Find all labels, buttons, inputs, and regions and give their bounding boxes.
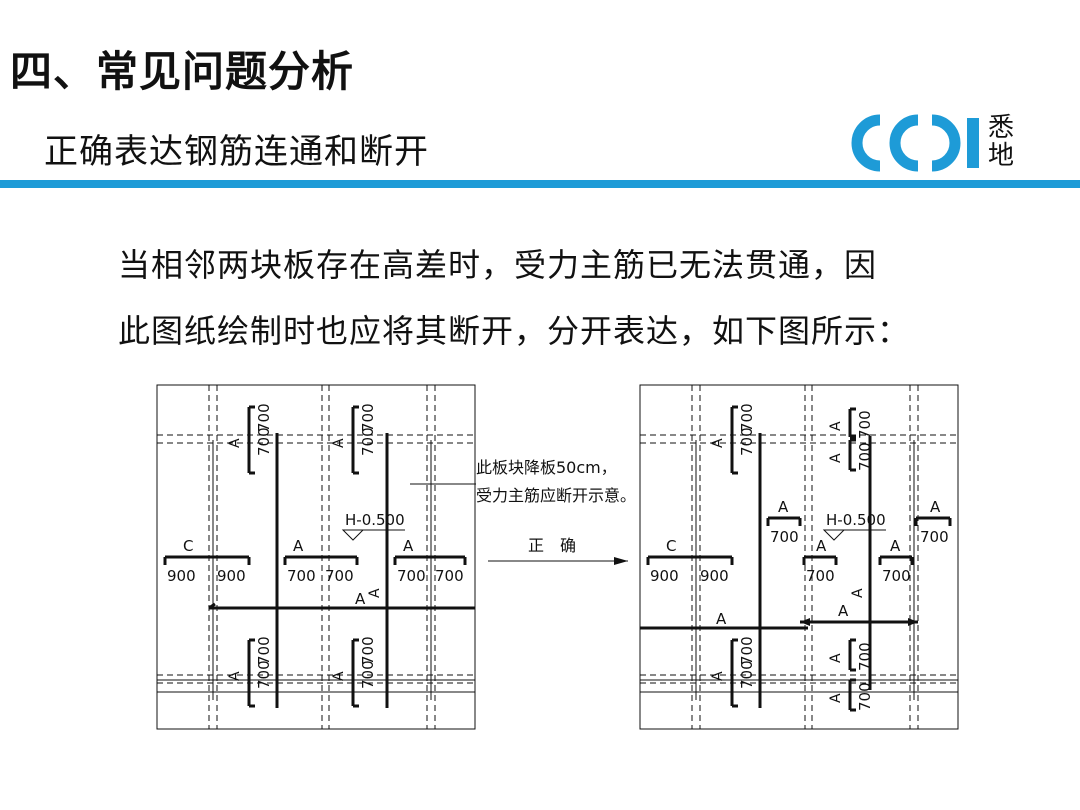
- dim-value: 900: [700, 567, 729, 585]
- paragraph-line-2: 此图纸绘制时也应将其断开，分开表达，如下图所示：: [118, 312, 911, 350]
- dim-value: 700: [287, 567, 316, 585]
- dim-value: 700: [856, 642, 874, 671]
- rebar-type-label: A: [828, 653, 844, 663]
- slide-title: 四、常见问题分析: [10, 47, 355, 96]
- note-line-2: 受力主筋应断开示意。: [476, 486, 636, 505]
- rebar-type-label: A: [850, 588, 866, 598]
- correct-arrow: 正 确: [488, 536, 628, 565]
- dim-value: 700: [359, 660, 377, 689]
- header-rule: [0, 180, 1080, 188]
- dim-value: 700: [325, 567, 354, 585]
- dim-value: 700: [738, 660, 756, 689]
- rebar-type-label: A: [710, 438, 726, 448]
- dim-value: 900: [650, 567, 679, 585]
- slab-outline: [639, 384, 959, 730]
- rebar-type-label: A: [838, 602, 849, 620]
- rebar-end: [800, 618, 810, 626]
- rebar-type-label: A: [710, 671, 726, 681]
- rebar-type-label: A: [293, 537, 304, 555]
- rebar-type-label: A: [403, 537, 414, 555]
- dim-value: 700: [738, 636, 756, 665]
- dim-value: 700: [397, 567, 426, 585]
- slide-subtitle: 正确表达钢筋连通和断开: [44, 132, 429, 172]
- drop-note: 此板块降板50cm， 受力主筋应断开示意。: [410, 458, 636, 505]
- rebar-type-label: A: [331, 438, 347, 448]
- dim-value: 700: [770, 528, 799, 546]
- slab-outline: [156, 384, 476, 730]
- rebar-hook: [208, 602, 216, 610]
- dim-value: 700: [255, 403, 273, 432]
- dim-value: 700: [738, 403, 756, 432]
- dim-value: 700: [856, 410, 874, 439]
- logo-icon: [851, 114, 979, 172]
- rebar-type-label: A: [227, 438, 243, 448]
- note-line-1: 此板块降板50cm，: [476, 458, 617, 477]
- rebar-type-label: A: [331, 671, 347, 681]
- dim-value: 700: [856, 682, 874, 711]
- rebar-type-label: A: [828, 421, 844, 431]
- rebar-type-label: C: [666, 537, 676, 555]
- arrow-label: 正 确: [528, 536, 576, 555]
- dim-value: 700: [359, 403, 377, 432]
- dim-value: 700: [359, 427, 377, 456]
- dim-value: 700: [738, 427, 756, 456]
- rebar-type-label: A: [816, 537, 827, 555]
- rebar-type-label: A: [890, 537, 901, 555]
- rebar-end: [908, 618, 918, 626]
- dim-value: 700: [882, 567, 911, 585]
- rebar-type-label: A: [227, 671, 243, 681]
- rebar-type-label: A: [828, 453, 844, 463]
- dim-value: 900: [167, 567, 196, 585]
- dim-value: 700: [920, 528, 949, 546]
- dim-value: 700: [359, 636, 377, 665]
- dim-value: 700: [255, 660, 273, 689]
- rebar-type-label: A: [828, 693, 844, 703]
- rebar-type-label: A: [367, 588, 383, 598]
- dim-value: 900: [217, 567, 246, 585]
- elevation-label: H-0.500: [345, 511, 405, 529]
- rebar-type-label: C: [183, 537, 193, 555]
- rebar-type-label: A: [716, 610, 727, 628]
- rebar-type-label: A: [355, 590, 366, 608]
- logo-text: 悉地: [988, 113, 1015, 171]
- elevation-label: H-0.500: [826, 511, 886, 529]
- rebar-type-label: A: [778, 498, 789, 516]
- dim-value: 700: [255, 636, 273, 665]
- dim-value: 700: [435, 567, 464, 585]
- rebar-type-label: A: [930, 498, 941, 516]
- elevation-triangle: [341, 529, 365, 541]
- dim-value: 700: [806, 567, 835, 585]
- dim-value: 700: [255, 427, 273, 456]
- paragraph-line-1: 当相邻两块板存在高差时，受力主筋已无法贯通，因: [118, 246, 878, 284]
- elevation-triangle: [822, 529, 846, 541]
